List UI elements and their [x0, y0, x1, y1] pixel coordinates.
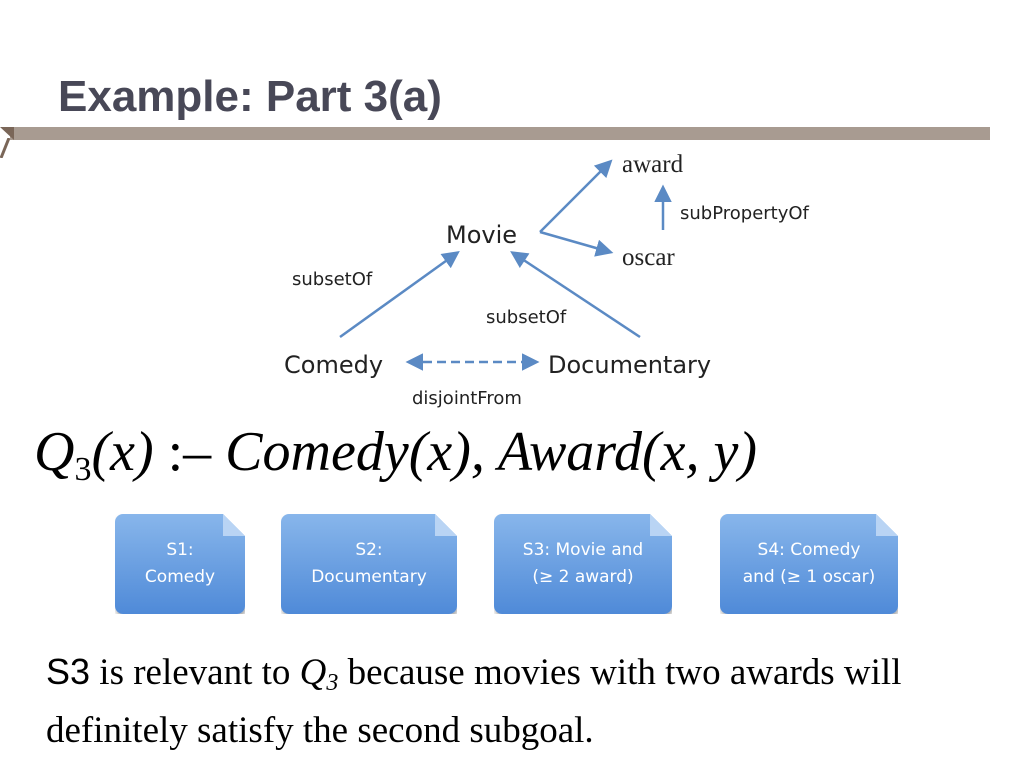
node-award: award [622, 151, 684, 178]
source-box-s2-fold [435, 514, 457, 536]
query-q: Q [34, 421, 75, 483]
explanation-text: S3 is relevant to Q3 because movies with… [46, 648, 1006, 755]
query-neck: :– [153, 421, 226, 483]
query-pred2: Award [497, 421, 643, 483]
source-box-s2-line2: Documentary [311, 567, 427, 587]
node-movie: Movie [446, 221, 517, 249]
query-pred1-args: (x), [408, 421, 498, 483]
query-head-args: (x) [91, 421, 154, 483]
arrow-comedy-to-movie [339, 250, 460, 339]
source-box-s4: S4: Comedy and (≥ 1 oscar) [720, 514, 898, 614]
query-pred2-args: (x, y) [642, 421, 758, 483]
title-divider-accent [0, 138, 10, 158]
arrow-movie-to-award [539, 159, 613, 233]
source-box-s1-line2: Comedy [144, 567, 216, 587]
source-box-s4-fold [876, 514, 898, 536]
source-box-s1-fold [223, 514, 245, 536]
explanation-part1: is relevant to [90, 652, 300, 693]
edge-label-subpropertyof: subPropertyOf [680, 203, 810, 224]
explanation-q: Q [299, 652, 327, 693]
source-box-s4-line1: S4: Comedy [757, 540, 861, 560]
source-box-s2: S2: Documentary [281, 514, 457, 614]
edge-label-disjointfrom: disjointFrom [412, 388, 522, 409]
title-divider-tip [0, 127, 14, 140]
source-box-s3-line2: (≥ 2 award) [532, 567, 634, 587]
edge-label-documentary-subsetof: subsetOf [486, 307, 567, 328]
node-oscar: oscar [622, 244, 675, 271]
ontology-diagram: award oscar Movie Comedy Documentary sub… [284, 151, 810, 409]
source-box-s3: S3: Movie and (≥ 2 award) [494, 514, 672, 614]
explanation-q-subscript: 3 [326, 670, 339, 696]
query-q-subscript: 3 [74, 451, 92, 488]
title-divider [10, 127, 990, 140]
query-formula: Q3(x) :– Comedy(x), Award(x, y) [34, 424, 757, 487]
source-box-s3-fold [650, 514, 672, 536]
source-box-s2-line1: S2: [355, 540, 383, 560]
source-box-s3-line1: S3: Movie and [522, 540, 644, 560]
node-comedy: Comedy [284, 351, 383, 379]
node-documentary: Documentary [548, 351, 711, 379]
explanation-part2: because movies with two awards will defi… [46, 652, 902, 751]
arrow-documentary-to-movie [510, 251, 641, 339]
query-pred1: Comedy [225, 421, 409, 483]
explanation-s3: S3 [46, 651, 91, 692]
arrow-movie-to-oscar [539, 230, 614, 257]
edge-label-comedy-subsetof: subsetOf [292, 269, 373, 290]
source-box-s1-line1: S1: [166, 540, 194, 560]
slide-title: Example: Part 3(a) [58, 72, 442, 121]
source-box-s4-line2: and (≥ 1 oscar) [742, 567, 876, 587]
